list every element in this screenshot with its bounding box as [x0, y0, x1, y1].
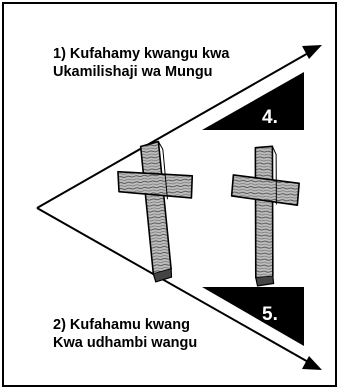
lower-arrow — [36, 207, 322, 370]
statement-2-text: 2) Kufahamu kwang Kwa udhambi wangu — [53, 316, 197, 352]
marker-5-label: 5. — [262, 304, 278, 325]
marker-4: 4. — [202, 72, 304, 130]
statement-1-text: 1) Kufahamy kwangu kwa Ukamilishaji wa M… — [53, 45, 229, 81]
marker-4-label: 4. — [262, 107, 278, 128]
upper-arrow — [36, 45, 322, 209]
statement-2-line-1: 2) Kufahamu kwang — [53, 317, 190, 333]
marker-5: 5. — [202, 287, 304, 346]
statement-1-line-2: Ukamilishaji wa Mungu — [53, 64, 213, 80]
frame-border — [2, 2, 337, 387]
statement-1-line-1: 1) Kufahamy kwangu kwa — [53, 46, 230, 62]
wooden-cross-left — [117, 140, 194, 283]
wooden-cross-right — [230, 145, 300, 287]
statement-2-line-2: Kwa udhambi wangu — [53, 335, 198, 351]
